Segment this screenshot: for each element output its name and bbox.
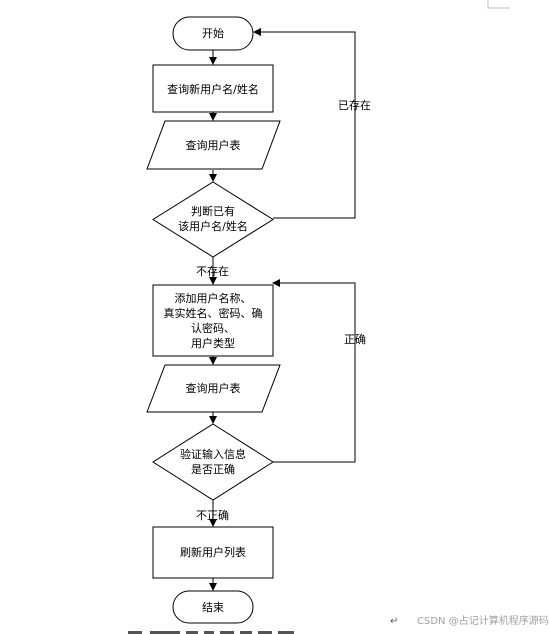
end-node: 结束 [172,590,254,624]
page-corner-mark [487,0,510,9]
edge-label-incorrect: 不正确 [196,509,229,522]
edge-correct-loop [272,279,356,463]
edge-label-correct: 正确 [344,333,366,346]
add-user-node: 添加用户名称、 真实姓名、密码、确 认密码、 用户类型 [152,284,274,357]
start-node: 开始 [172,16,254,51]
check-exists-node: 判断已有 该用户名/姓名 [152,181,274,258]
query-new-user-label: 查询新用户名/姓名 [167,82,259,96]
add-user-line-1: 添加用户名称、 [175,291,252,305]
return-glyph: ↵ [390,616,398,627]
add-user-line-4: 用户类型 [191,336,235,350]
edges [209,28,356,591]
add-user-line-3: 认密码、 [191,321,235,335]
csdn-watermark: CSDN @占记计算机程序源码 [417,614,549,627]
refresh-list-node: 刷新用户列表 [152,526,274,579]
check-exists-line-1: 判断已有 [191,204,235,218]
edge-label-exists: 已存在 [338,98,371,112]
edge-exists-loop [253,28,356,219]
query-user-table-2-label: 查询用户表 [186,381,241,395]
validate-input-line-1: 验证输入信息 [180,447,246,461]
cropped-caption [128,631,294,634]
edge-label-not-exists: 不存在 [196,264,229,278]
add-user-line-2: 真实姓名、密码、确 [164,306,263,320]
validate-input-node: 验证输入信息 是否正确 [152,423,274,501]
check-exists-line-2: 该用户名/姓名 [178,219,248,233]
query-user-table-1-label: 查询用户表 [186,138,241,152]
refresh-list-label: 刷新用户列表 [180,545,246,559]
validate-input-line-2: 是否正确 [191,463,235,476]
query-new-user-node: 查询新用户名/姓名 [152,64,274,113]
query-user-table-2-node: 查询用户表 [146,364,281,413]
end-label: 结束 [202,601,224,614]
start-label: 开始 [202,26,224,40]
query-user-table-1-node: 查询用户表 [146,120,281,170]
